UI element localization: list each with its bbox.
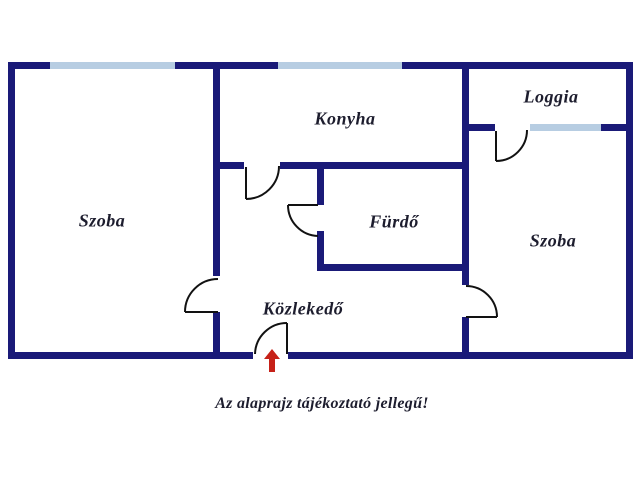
- caption-disclaimer: Az alaprajz tájékoztató jellegű!: [215, 395, 429, 412]
- wall-loggia-bottom-left: [462, 124, 495, 131]
- room-label-konyha: Konyha: [314, 108, 376, 129]
- furdo-door-arc: [287, 204, 319, 237]
- szoba-right-door-arc: [465, 285, 498, 318]
- wall-szoba-left-upper: [213, 62, 220, 276]
- wall-bottom-left-of-entrance: [8, 352, 253, 359]
- wall-right: [626, 62, 633, 359]
- room-label-kozlekedo: Közlekedő: [262, 298, 344, 319]
- wall-konyha-bottom-left: [213, 162, 244, 169]
- window-top-middle: [278, 62, 402, 69]
- wall-bottom-right-of-entrance: [288, 352, 633, 359]
- room-label-furdo: Fürdő: [369, 211, 419, 232]
- window-top-left: [50, 62, 175, 69]
- window-loggia: [530, 124, 601, 131]
- wall-left: [8, 62, 15, 359]
- wall-konyha-bottom-right: [280, 162, 469, 169]
- entrance-door-arc: [254, 322, 288, 355]
- wall-szoba-right-lower: [462, 317, 469, 359]
- room-label-szoba-left: Szoba: [78, 210, 126, 231]
- wall-szoba-left-lower: [213, 312, 220, 359]
- wall-furdo-left-upper: [317, 162, 324, 205]
- room-label-loggia: Loggia: [523, 86, 579, 107]
- konyha-door-arc: [245, 165, 280, 200]
- wall-furdo-left-lower: [317, 231, 324, 271]
- wall-furdo-bottom: [317, 264, 469, 271]
- wall-loggia-bottom-right: [601, 124, 633, 131]
- room-label-szoba-right: Szoba: [529, 230, 577, 251]
- wall-szoba-right-upper: [462, 62, 469, 285]
- szoba-left-door-arc: [184, 278, 219, 313]
- loggia-door-arc: [495, 129, 528, 162]
- entrance-arrow-icon: [264, 349, 280, 372]
